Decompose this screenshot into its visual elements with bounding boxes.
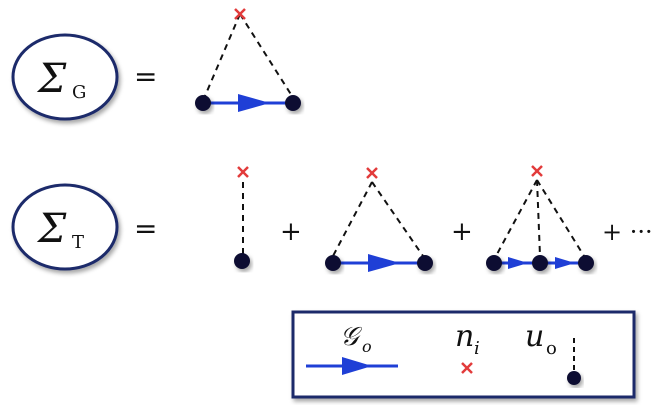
legend-potential-sub: o <box>546 338 557 359</box>
impurity-cross-icon <box>234 8 246 20</box>
sigma-g-subscript: G <box>72 82 86 103</box>
legend-potential: u o <box>525 319 581 385</box>
term-third-order <box>486 165 594 271</box>
sigma-g-ellipse <box>11 33 119 121</box>
vertex-dot-icon <box>285 95 301 111</box>
term-first-order <box>234 166 250 269</box>
legend-impurity-sub: i <box>474 338 480 359</box>
legend-propagator: 𝒢 o <box>306 322 398 375</box>
propagator-arrow-icon <box>508 257 528 269</box>
sigma-t-ellipse <box>11 183 119 271</box>
sigma-t-equals: = <box>134 212 157 245</box>
legend-propagator-sub: o <box>362 337 372 356</box>
sigma-t-row: Σ T = + + <box>11 165 653 272</box>
propagator-arrow-icon <box>238 94 270 112</box>
legend-impurity-label: n <box>455 319 474 354</box>
impurity-cross-icon <box>531 165 543 177</box>
legend-propagator-label: 𝒢 <box>340 322 363 352</box>
ellipsis-terms: + ··· <box>602 218 653 246</box>
vertex-dot-icon <box>486 255 502 271</box>
propagator-arrow-icon <box>368 254 400 272</box>
vertex-dot-icon <box>417 255 433 271</box>
sigma-t-subscript: T <box>72 232 84 253</box>
sigma-g-equals: = <box>134 60 157 93</box>
plus-sign: + <box>280 217 302 247</box>
vertex-dot-icon <box>578 255 594 271</box>
legend-potential-label: u <box>525 319 544 354</box>
sigma-t-symbol: Σ <box>36 206 67 252</box>
vertex-dot-icon <box>567 371 581 385</box>
legend-impurity: n i <box>455 319 480 374</box>
impurity-cross-icon <box>237 166 249 178</box>
propagator-arrow-icon <box>342 357 372 375</box>
impurity-cross-icon <box>461 362 473 374</box>
propagator-arrow-icon <box>555 257 575 269</box>
vertex-dot-icon <box>234 253 250 269</box>
sigma-g-row: Σ G = <box>11 8 301 121</box>
vertex-dot-icon <box>325 255 341 271</box>
vertex-dot-icon <box>532 255 548 271</box>
plus-sign: + <box>451 217 473 247</box>
vertex-dot-icon <box>195 95 211 111</box>
sigma-g-symbol: Σ <box>36 56 67 102</box>
term-second-order <box>325 167 433 272</box>
legend-box: 𝒢 o n i u o <box>291 310 636 399</box>
impurity-cross-icon <box>366 167 378 179</box>
